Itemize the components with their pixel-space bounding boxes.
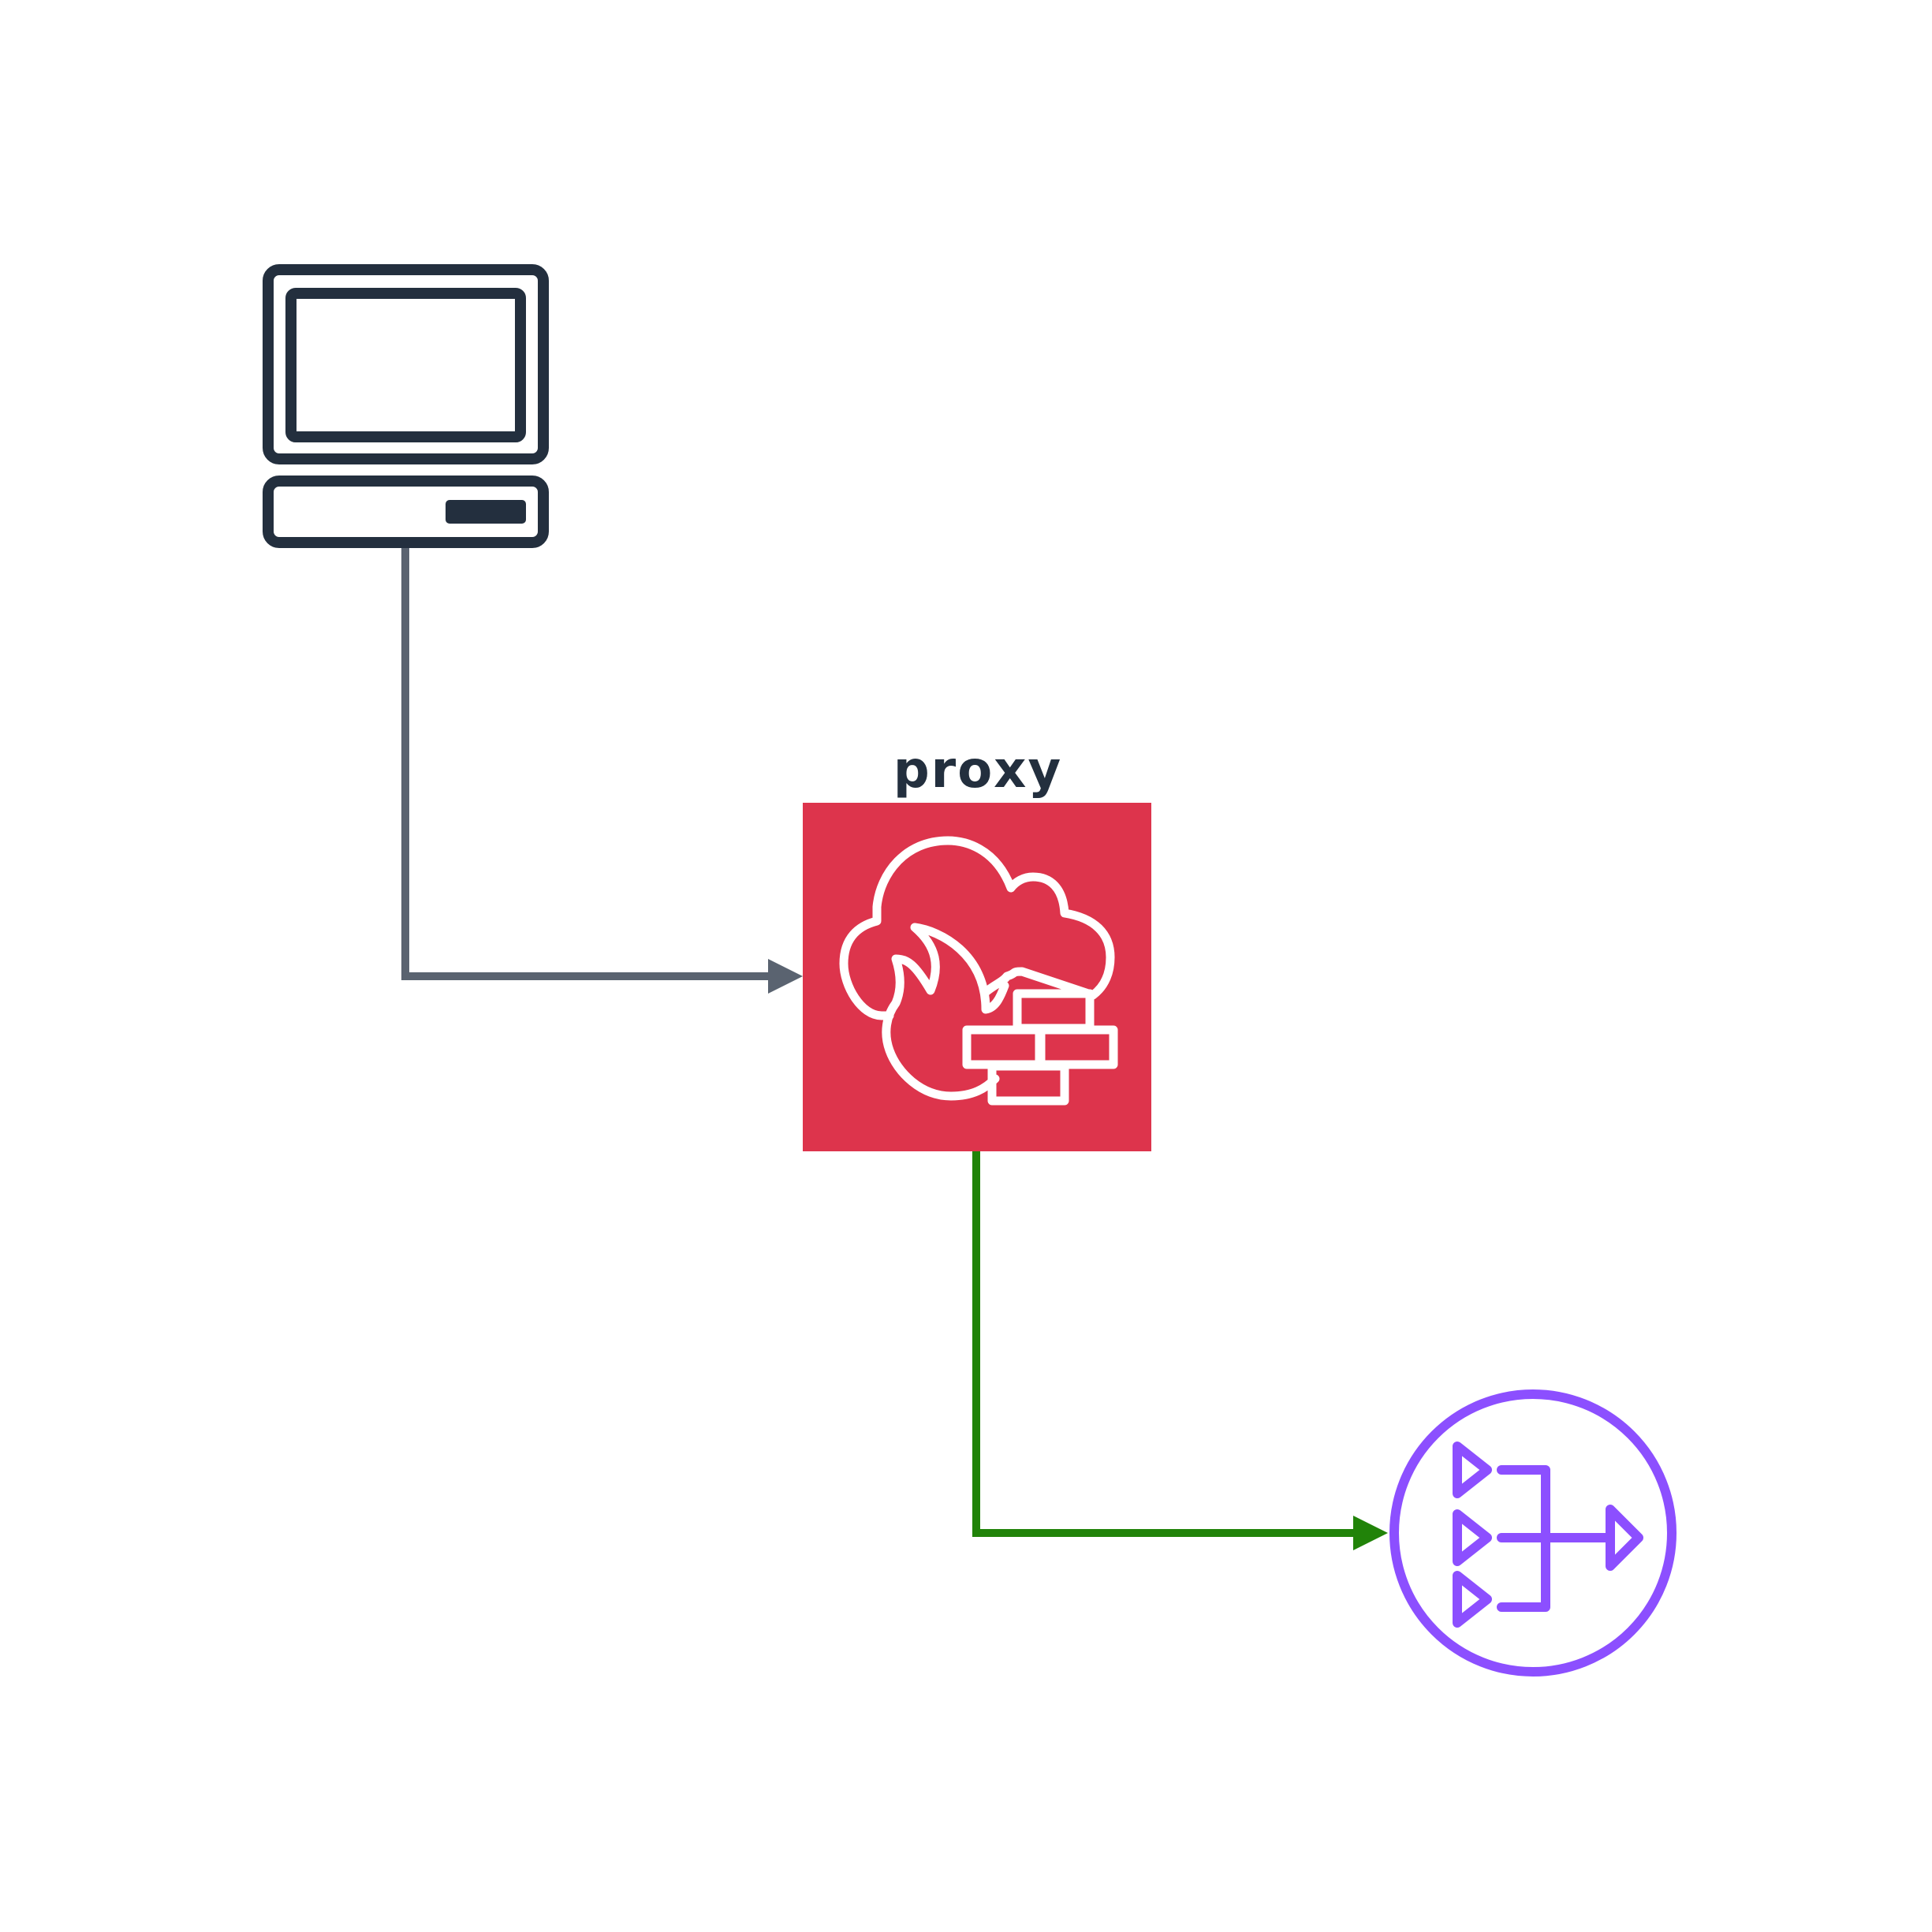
arrowhead-icon [768,959,803,994]
arrowhead-icon [1353,1516,1388,1550]
proxy-node[interactable]: proxy [803,741,1151,1151]
nat-gateway-icon [1389,1389,1677,1677]
network-firewall-icon [839,836,1118,1106]
nat-gateway-node[interactable] [1389,1389,1677,1677]
edge-proxy-to-nat[interactable] [972,1151,1388,1550]
client-computer-node[interactable] [263,264,549,548]
computer-icon [263,264,549,548]
edge-client-to-proxy[interactable] [401,543,803,994]
proxy-label: proxy [893,741,1062,800]
